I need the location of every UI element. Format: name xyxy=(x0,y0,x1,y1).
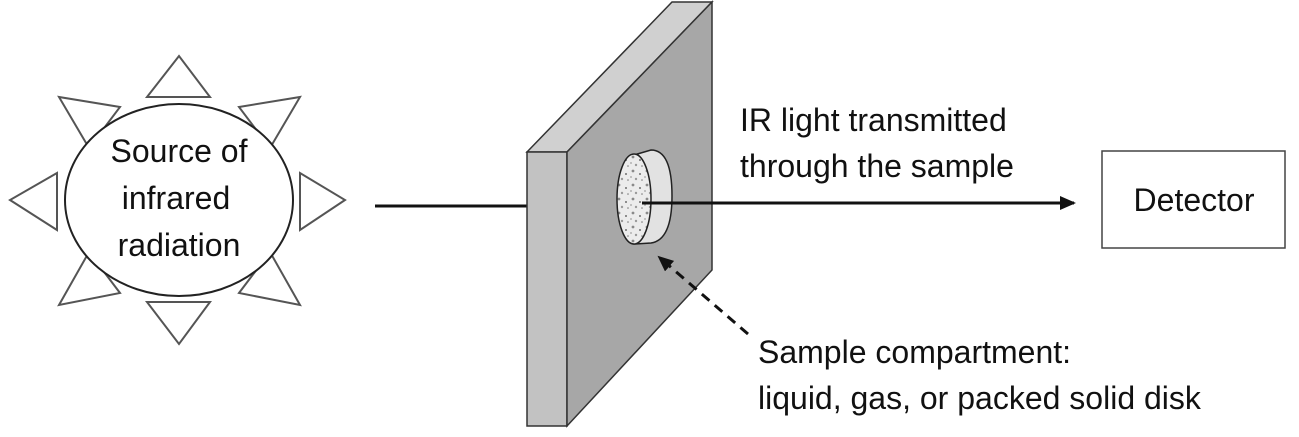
source-ray-right xyxy=(299,171,347,232)
panel-side-face xyxy=(526,151,568,427)
beam-label-line-2: through the sample xyxy=(740,148,1014,184)
source-ray-top xyxy=(144,54,213,98)
source-ray-left xyxy=(8,171,58,232)
source-label-line-2: infrared xyxy=(122,180,231,216)
sample-label-line-1: Sample compartment: xyxy=(758,334,1071,370)
beam-label-line-1: IR light transmitted xyxy=(740,102,1007,138)
disk-face xyxy=(616,153,652,245)
detector-box xyxy=(1101,150,1286,249)
detector-label: Detector xyxy=(1134,182,1255,218)
source-ellipse xyxy=(64,103,294,297)
source-ray-bottom xyxy=(144,301,212,346)
sample-label-line-2: liquid, gas, or packed solid disk xyxy=(758,380,1202,416)
ir-source: Source of infrared radiation xyxy=(8,54,347,346)
source-label-line-3: radiation xyxy=(118,227,241,263)
source-label-line-1: Source of xyxy=(111,133,248,169)
sample-disk xyxy=(616,149,673,245)
sample-pointer-arrow xyxy=(657,255,749,336)
detector: Detector xyxy=(1101,150,1286,249)
